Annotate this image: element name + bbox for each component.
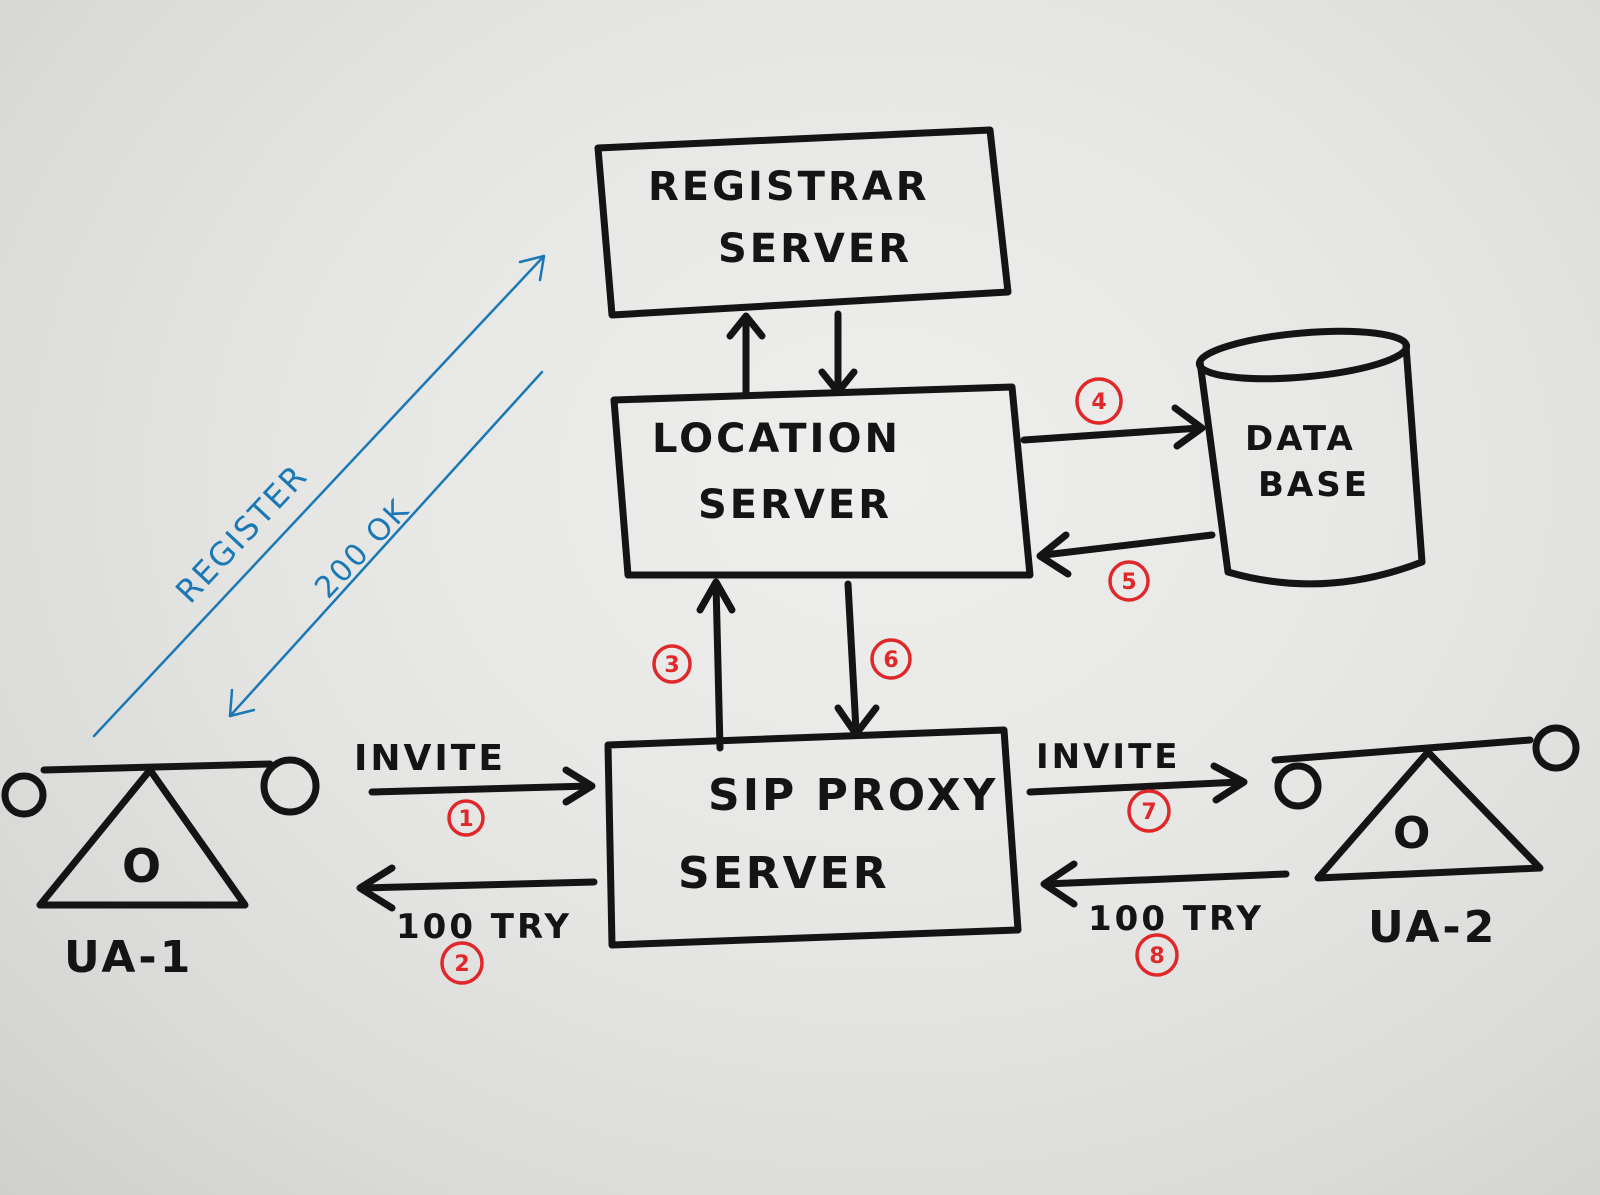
invite-step-1: INVITE: [354, 738, 596, 806]
step-marker-4: 4: [1075, 377, 1123, 425]
location-label-line1: LOCATION: [652, 416, 901, 462]
step-marker-2: 2: [440, 941, 484, 985]
ua2-label: UA-2: [1368, 902, 1497, 953]
arrow-head-up: [726, 312, 766, 340]
location-server-box: LOCATION SERVER: [610, 383, 1034, 579]
step-4-number: 4: [1091, 390, 1106, 415]
database-label-line1: DATA: [1245, 419, 1356, 459]
ok-label: 200 OK: [308, 492, 417, 605]
register-flow: REGISTER 200 OK: [92, 254, 546, 738]
proxy-location-arrows: [696, 578, 880, 752]
ua1-symbol: O: [122, 839, 164, 893]
arrow-head-3: [696, 578, 736, 614]
try-step-8: 100 TRY: [1040, 860, 1290, 939]
registrar-server-box: REGISTRAR SERVER: [594, 126, 1012, 319]
arrow-head-5: [1036, 531, 1072, 578]
register-arrow-head: [518, 254, 546, 282]
try-2-label: 100 TRY: [396, 907, 572, 947]
database-cylinder: DATA BASE: [1195, 327, 1426, 588]
step-marker-7: 7: [1127, 789, 1171, 833]
invite-1-label: INVITE: [354, 738, 506, 779]
ua1-device: O UA-1: [1, 756, 320, 983]
arrow-proxy-to-location: [712, 580, 724, 752]
location-database-arrows: [1020, 404, 1216, 578]
arrow-location-to-database: [1020, 424, 1204, 444]
step-1-number: 1: [458, 807, 473, 832]
invite-7-label: INVITE: [1036, 737, 1181, 777]
step-7-number: 7: [1141, 800, 1156, 825]
try-step-2: 100 TRY: [356, 864, 598, 947]
ok-arrow: [228, 370, 544, 718]
database-label-line2: BASE: [1258, 465, 1370, 505]
register-label: REGISTER: [168, 457, 315, 611]
step-marker-8: 8: [1135, 933, 1179, 977]
sip-proxy-server-box: SIP PROXY SERVER: [604, 726, 1022, 949]
step-3-number: 3: [664, 653, 679, 678]
step-marker-6: 6: [870, 638, 912, 680]
invite-step-7: INVITE: [1026, 737, 1248, 804]
ok-arrow-head: [228, 688, 256, 718]
step-8-number: 8: [1149, 944, 1164, 969]
proxy-label-line2: SERVER: [678, 848, 890, 899]
ua2-device: O UA-2: [1271, 724, 1580, 953]
step-5-number: 5: [1121, 570, 1136, 595]
arrow-head-4: [1171, 404, 1206, 450]
step-2-number: 2: [454, 952, 469, 977]
step-marker-3: 3: [652, 644, 692, 684]
location-label-line2: SERVER: [698, 482, 892, 528]
step-marker-1: 1: [447, 799, 485, 837]
arrow-location-to-proxy: [844, 580, 860, 734]
registrar-location-arrows: [726, 310, 858, 396]
ua2-symbol: O: [1393, 808, 1433, 859]
arrow-database-to-location: [1040, 531, 1216, 559]
try-8-label: 100 TRY: [1088, 899, 1264, 939]
registrar-label-line2: SERVER: [718, 226, 912, 272]
step-marker-5: 5: [1108, 560, 1150, 602]
register-arrow: [92, 254, 546, 738]
registrar-label-line1: REGISTRAR: [648, 164, 930, 210]
ua1-label: UA-1: [64, 932, 193, 983]
proxy-label-line1: SIP PROXY: [708, 770, 998, 821]
step-6-number: 6: [883, 648, 898, 673]
